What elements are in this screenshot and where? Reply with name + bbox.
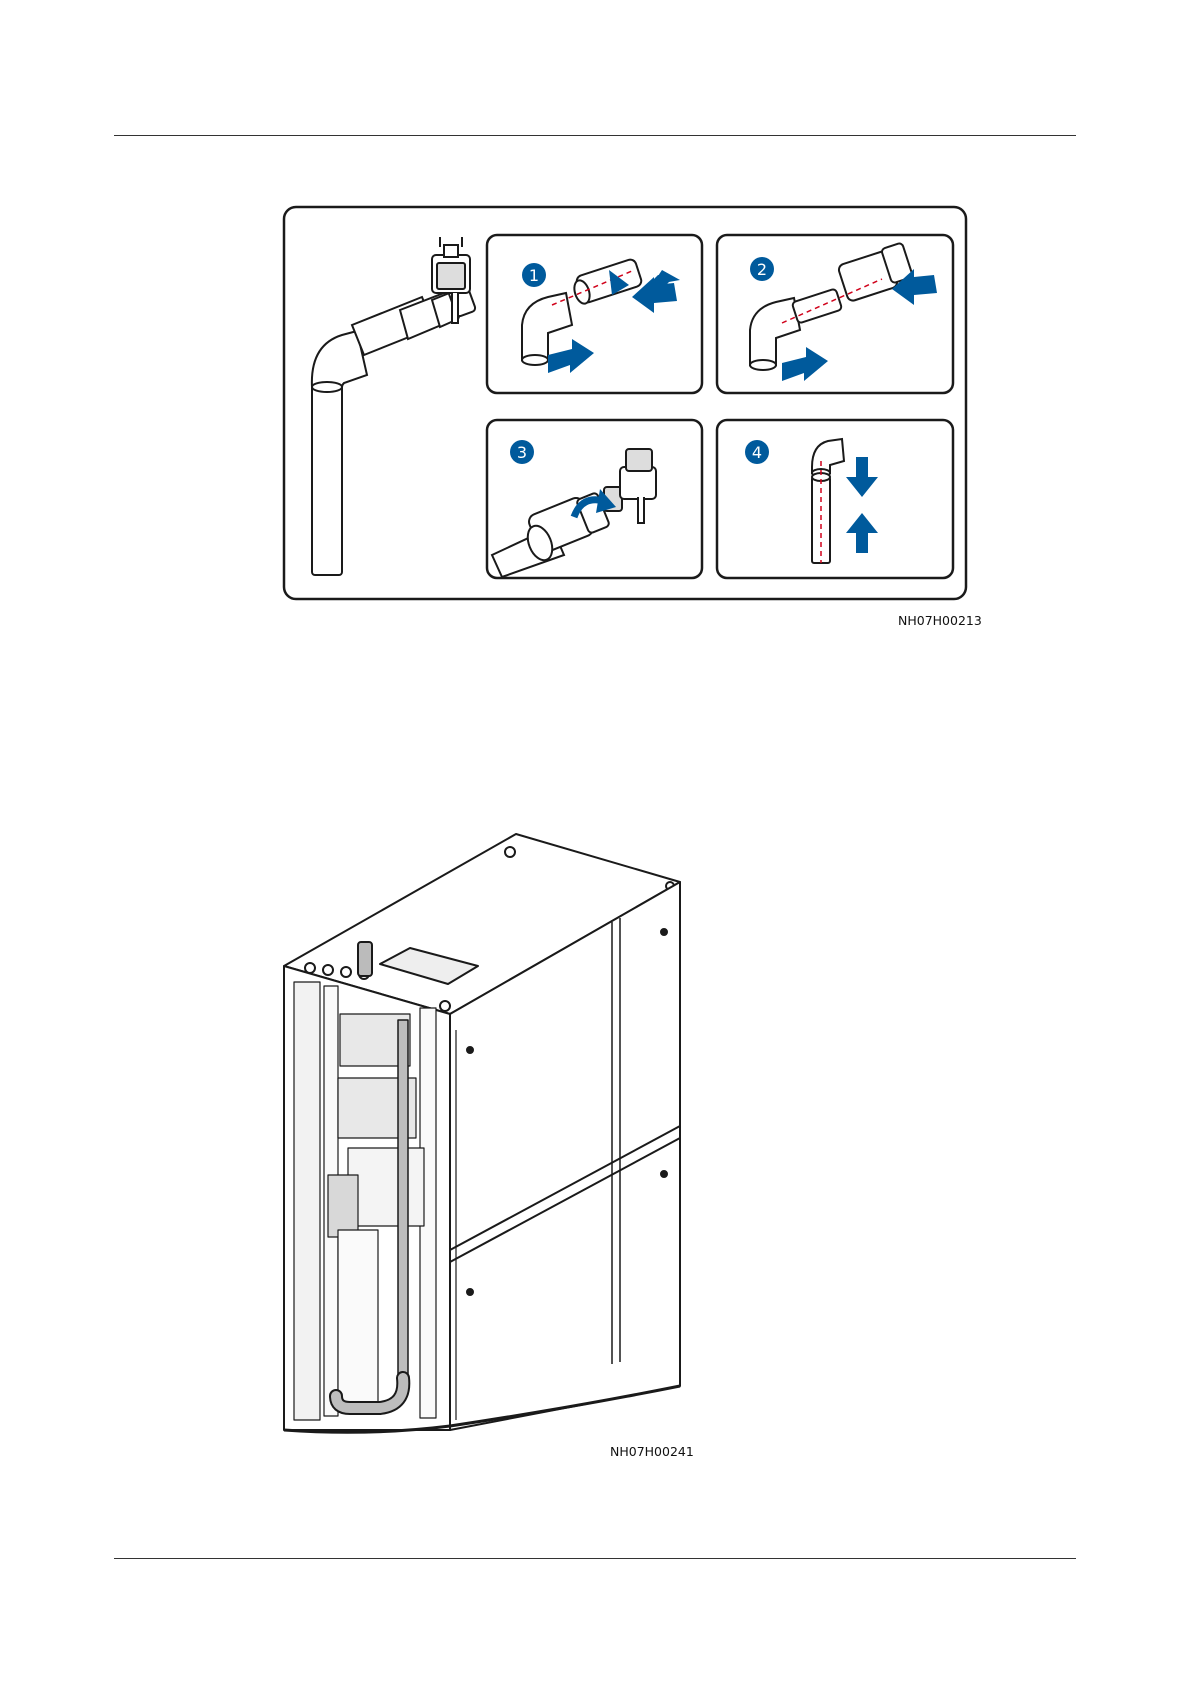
figure-pipe-connection: 1 2 3 xyxy=(282,205,972,605)
step-panel-1 xyxy=(487,235,702,393)
step-2-badge: 2 xyxy=(750,257,774,281)
step-3-badge: 3 xyxy=(510,440,534,464)
step-panel-2 xyxy=(717,235,953,393)
svg-text:4: 4 xyxy=(752,443,762,462)
figure-1-code: NH07H00213 xyxy=(898,613,982,628)
footer-rule xyxy=(114,1558,1076,1559)
step-1-badge: 1 xyxy=(522,263,546,287)
component-box xyxy=(348,1148,424,1226)
drain-pipe-vertical xyxy=(398,1020,408,1380)
header-rule xyxy=(114,135,1076,136)
figure-2-code: NH07H00241 xyxy=(610,1444,694,1459)
svg-text:1: 1 xyxy=(529,266,539,285)
top-pipe xyxy=(358,942,372,976)
svg-text:2: 2 xyxy=(757,260,767,279)
step-4-badge: 4 xyxy=(745,440,769,464)
figure-cabinet-drain-pipe xyxy=(280,830,690,1440)
component-fan xyxy=(328,1175,358,1237)
svg-text:3: 3 xyxy=(517,443,527,462)
